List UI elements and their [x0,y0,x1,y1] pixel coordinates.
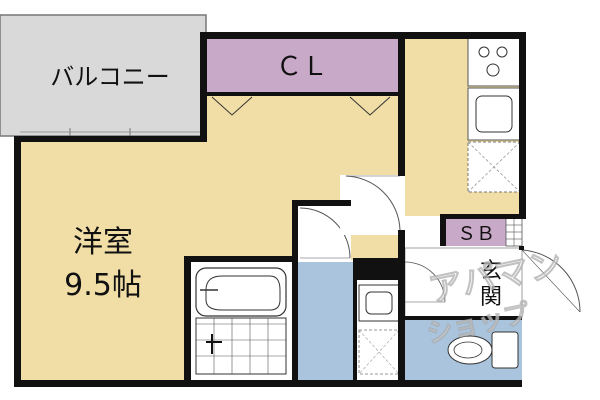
shoe-box-label: ＳＢ [457,223,495,245]
toilet-icon [447,331,519,369]
entrance-door-swing [521,249,581,313]
bathtub-icon [195,267,287,317]
stove-burner-icon [478,46,490,58]
western-room [20,95,400,382]
corridor [296,206,353,380]
western-room-size: 9.5帖 [64,268,142,303]
balcony-area [0,14,207,140]
entrance-label-bottom: 関 [480,285,502,310]
closet [206,38,398,116]
kitchen-area [405,37,525,216]
toilet-room [405,320,522,380]
stove-burner-icon [486,63,500,77]
washroom [355,262,403,380]
entrance [404,247,581,319]
washbasin-icon [358,284,400,322]
balcony-label: バルコニー [50,63,170,91]
shoe-box [446,217,523,247]
shower-fixture-icon [206,334,222,354]
closet-label: ＣＬ [276,52,328,82]
stove-burner-icon [496,46,508,58]
walls [14,32,526,387]
entrance-label-top: 玄 [480,259,502,284]
sink-icon [467,87,521,141]
bathroom [190,262,292,380]
western-room-label: 洋室 [73,225,133,260]
